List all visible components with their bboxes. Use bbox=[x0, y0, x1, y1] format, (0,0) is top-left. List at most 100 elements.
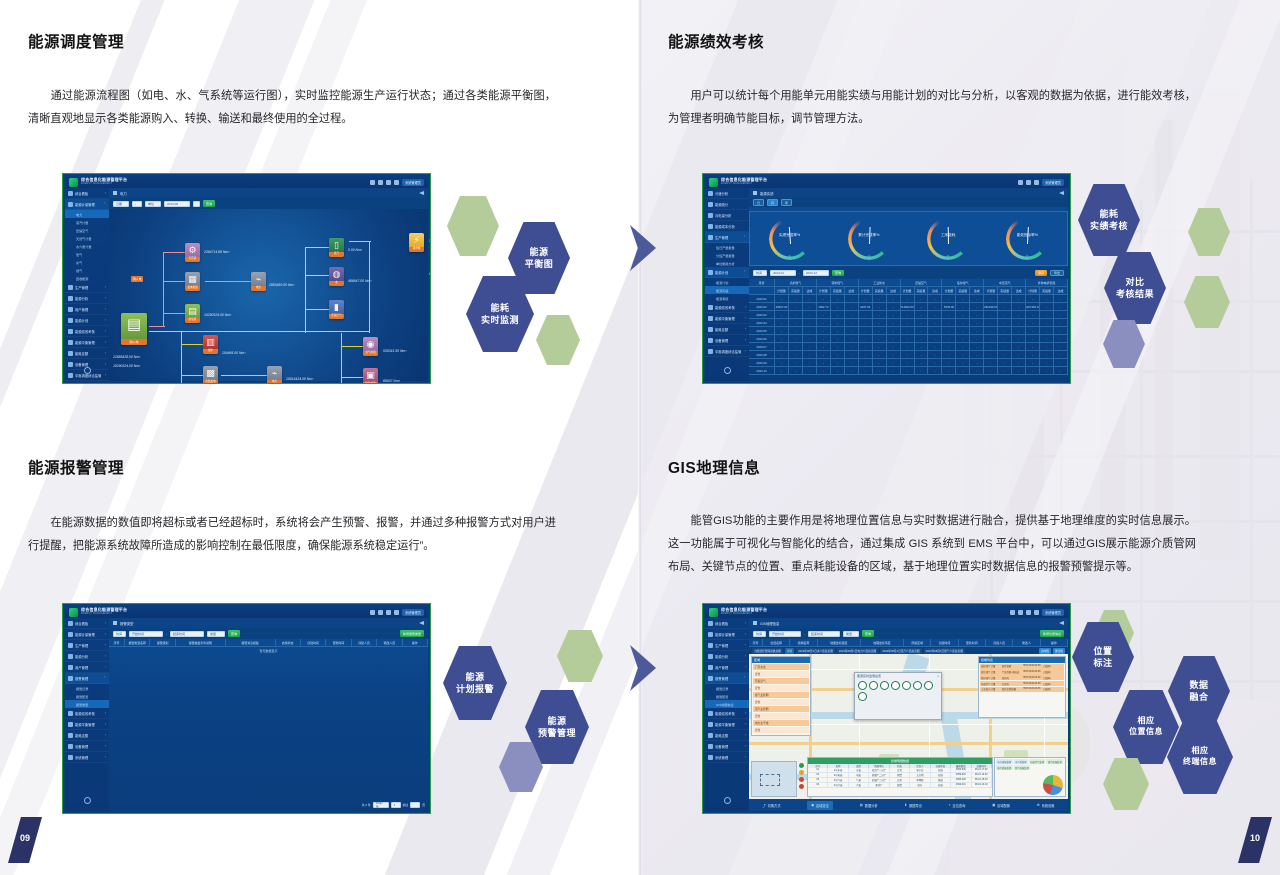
region-item[interactable]: 定位 bbox=[753, 671, 809, 677]
sidebar-item[interactable]: 报警管理⌃ bbox=[65, 673, 109, 684]
sidebar-item[interactable]: 生产管理› bbox=[65, 282, 109, 293]
sidebar-alarm[interactable]: 综合看板›能源计量管理›生产管理›能源分析›用户管理›报警管理⌃报警记录报警配置… bbox=[65, 618, 109, 811]
table-row[interactable]: 2023-04--------------------- bbox=[749, 319, 1069, 327]
date-from-input[interactable]: 2023-01 bbox=[770, 270, 796, 276]
flow-node[interactable]: ⚙空压机 bbox=[185, 243, 200, 262]
column-header[interactable]: 启用状态 bbox=[276, 639, 301, 646]
flow-node[interactable]: ◍水 bbox=[329, 267, 344, 286]
query-button[interactable]: 查询 bbox=[862, 630, 875, 637]
legend-tag[interactable]: 压缩空气监测 bbox=[1028, 759, 1046, 765]
map-action-button[interactable]: 实时值 bbox=[1038, 647, 1051, 654]
column-header[interactable]: 序号 bbox=[109, 639, 125, 646]
add-location-button[interactable]: 新增位置信息 bbox=[1039, 630, 1064, 637]
sidebar-item[interactable]: 能源分析› bbox=[65, 651, 109, 662]
sidebar-item[interactable]: 能源平衡管理› bbox=[65, 719, 109, 730]
tab-year[interactable]: 年 bbox=[781, 199, 793, 206]
sidebar-item[interactable]: 能源绩效考核› bbox=[65, 708, 109, 719]
bell-icon[interactable] bbox=[394, 179, 400, 185]
map-footer-button[interactable]: ⌖定位查询 bbox=[949, 803, 966, 808]
column-header[interactable]: 创建人员 bbox=[986, 639, 1014, 646]
sidebar-subitem[interactable]: 班日产量报量 bbox=[705, 243, 749, 251]
date-to-input[interactable]: 2023-12 bbox=[803, 270, 829, 276]
flow-node-electric[interactable]: ⚡总用电 bbox=[409, 233, 424, 252]
table-row[interactable]: 2023-06--------------------- bbox=[749, 335, 1069, 343]
marker-amber-icon[interactable] bbox=[799, 770, 804, 775]
map-tab[interactable]: 2023年08月1日水介质总览图 bbox=[796, 647, 835, 654]
collapse-icon[interactable] bbox=[419, 621, 424, 625]
sidebar-subitem[interactable]: 报警记录 bbox=[705, 684, 749, 692]
query-button[interactable]: 查询 bbox=[832, 269, 845, 277]
screenshot-performance[interactable]: 综合信息化能源管理平台 ENERGY MANAGEMENT 系统管理员 分速分析… bbox=[702, 173, 1071, 384]
column-header[interactable]: 终端名称 bbox=[790, 639, 818, 646]
sidebar-item[interactable]: 能源绩效考核› bbox=[65, 326, 109, 337]
screenshot-gis[interactable]: 综合信息化能源管理平台 ENERGY MANAGEMENT 系统管理员 综合看板… bbox=[702, 603, 1071, 814]
doc-icon[interactable] bbox=[1018, 179, 1024, 185]
sidebar-subitem[interactable]: 天然气计量 bbox=[65, 234, 109, 242]
calendar-icon[interactable] bbox=[193, 200, 200, 207]
alert-icon[interactable] bbox=[378, 609, 384, 615]
flow-node[interactable]: ⌁电力 bbox=[267, 366, 282, 383]
table-row[interactable]: 2023-10--------------------- bbox=[749, 367, 1069, 375]
sidebar-flow[interactable]: 综合看板›能源计量管理⌃电力蒸汽计量压缩空气天然气计量水介质计量氧气氮气煤气回收… bbox=[65, 188, 109, 381]
collapse-icon[interactable] bbox=[419, 191, 424, 195]
region-item[interactable]: 电力主干线 bbox=[753, 720, 809, 726]
region-item[interactable]: 压缩空气 bbox=[753, 678, 809, 684]
sidebar-item[interactable]: 能源计量管理› bbox=[705, 629, 749, 640]
sidebar-item[interactable]: 能源计划⌃ bbox=[705, 267, 749, 278]
page-input[interactable]: 1 bbox=[390, 802, 401, 808]
alert-icon[interactable] bbox=[1018, 609, 1024, 615]
alert-icon[interactable] bbox=[378, 179, 384, 185]
column-header[interactable]: 地理坐标经度 bbox=[818, 639, 861, 646]
column-header[interactable]: 创建人员 bbox=[352, 639, 378, 646]
sidebar-item[interactable]: 能源计划› bbox=[65, 315, 109, 326]
period-tabs[interactable]: 日 月 年 bbox=[749, 198, 1068, 207]
filter-bar-flow[interactable]: 日期 ‹ 单位 2023-08 查询 bbox=[109, 198, 428, 209]
sidebar-item[interactable]: 分速分析 bbox=[705, 188, 749, 199]
flow-node[interactable]: ▣氮气用量 bbox=[363, 368, 378, 383]
filter-bar-performance[interactable]: 时间 2023-01 - 2023-12 查询 保存 导出 bbox=[749, 268, 1068, 278]
column-header[interactable]: 报警触发条件说明 bbox=[176, 639, 226, 646]
map-popup-overview[interactable]: 能源实时监测总览 × bbox=[854, 672, 942, 720]
sidebar-item[interactable]: 能源平衡管理› bbox=[705, 313, 749, 324]
sidebar-subitem[interactable]: 氮气 bbox=[65, 258, 109, 266]
sidebar-item[interactable]: 系统管理› bbox=[705, 752, 749, 763]
type-select[interactable]: 类型 bbox=[843, 630, 859, 637]
legend-tag[interactable]: 煤气终端监测 bbox=[1046, 759, 1064, 765]
table-row[interactable]: 2023-01--------------------- bbox=[749, 295, 1069, 303]
region-list[interactable]: 厂区水表定位压缩空气定位煤气主管网定位蒸汽主管网定位电力主干线定位 bbox=[752, 664, 810, 733]
doc-icon[interactable] bbox=[1026, 609, 1032, 615]
sidebar-subitem[interactable]: 单位能耗分析 bbox=[705, 259, 749, 267]
map-marker-rail[interactable] bbox=[799, 761, 805, 797]
sidebar-item[interactable]: 系统管理› bbox=[65, 752, 109, 763]
screenshot-alarm[interactable]: 综合信息化能源管理平台 ENERGY MANAGEMENT 系统管理员 综合看板… bbox=[62, 603, 431, 814]
table-row[interactable]: 2023-05--------------------- bbox=[749, 327, 1069, 335]
sidebar-item[interactable]: 中枢调度综合监管› bbox=[705, 346, 749, 357]
user-badge[interactable]: 系统管理员 bbox=[402, 608, 424, 616]
column-header[interactable]: 报警级别 bbox=[150, 639, 176, 646]
map-tab[interactable]: 2023年08月1日电力介质总览图 bbox=[836, 647, 879, 654]
region-item[interactable]: 定位 bbox=[753, 713, 809, 719]
sidebar-item[interactable]: 能源计量管理› bbox=[65, 629, 109, 640]
hex-callout-data-fusion[interactable]: 数据 融合 bbox=[1168, 656, 1230, 726]
sidebar-item[interactable]: 能源分析› bbox=[705, 651, 749, 662]
sidebar-item[interactable]: 设备管理› bbox=[705, 335, 749, 346]
sidebar-collapse-button[interactable] bbox=[65, 791, 109, 809]
sidebar-item[interactable]: 能源成本分析 bbox=[705, 221, 749, 232]
sidebar-subitem[interactable]: 报警配置 bbox=[705, 692, 749, 700]
sidebar-item[interactable]: 用户管理› bbox=[65, 304, 109, 315]
column-header[interactable]: 创建时间 bbox=[931, 639, 959, 646]
map-tab[interactable]: 力能监控管理系统总图 bbox=[752, 647, 783, 654]
column-header[interactable]: 创建时间 bbox=[301, 639, 327, 646]
marker-green-icon[interactable] bbox=[799, 763, 804, 768]
sidebar-subitem[interactable]: 回收能源 bbox=[65, 274, 109, 282]
sidebar-item[interactable]: 能耗定额› bbox=[705, 324, 749, 335]
sidebar-item[interactable]: 生产管理› bbox=[705, 640, 749, 651]
prev-button[interactable]: ‹ bbox=[132, 200, 142, 207]
